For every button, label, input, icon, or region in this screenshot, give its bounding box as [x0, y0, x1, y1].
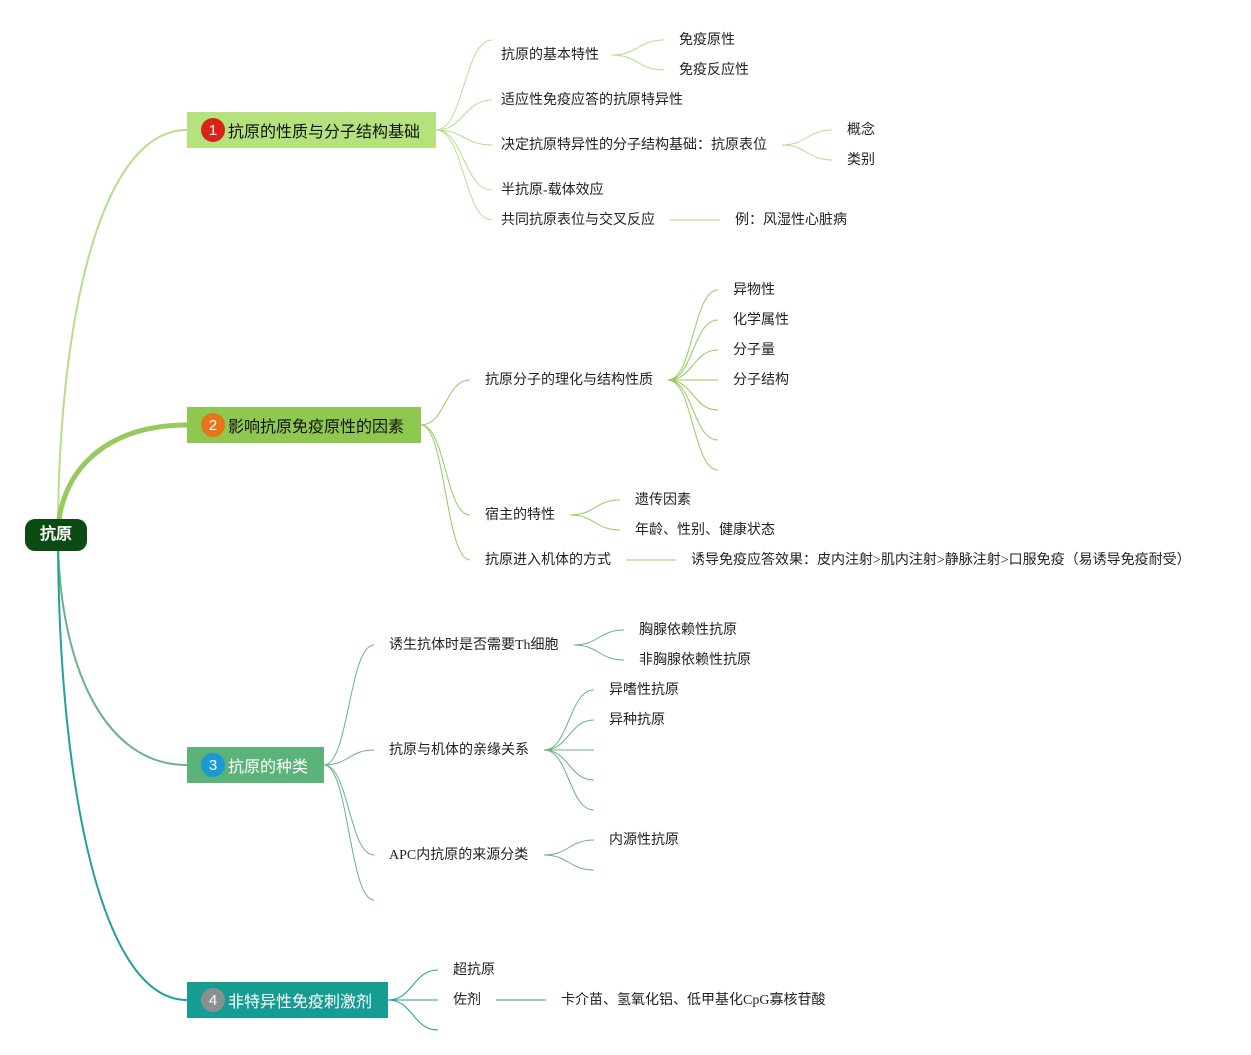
b3-sub-r1 — [543, 719, 595, 751]
b1-link-0 — [435, 39, 493, 131]
subtopic-immunoreactivity[interactable]: 免疫反应性 — [679, 63, 749, 78]
root-link-2 — [55, 422, 188, 536]
branch-3-node[interactable]: 3 抗原的种类 — [187, 747, 324, 783]
branch-2-node[interactable]: 2 影响抗原免疫原性的因素 — [187, 407, 421, 443]
root-node[interactable]: 抗原 — [25, 519, 87, 551]
topic-th-dependence[interactable]: 诱生抗体时是否需要Th细胞 — [389, 638, 559, 653]
topic-entry-route[interactable]: 抗原进入机体的方式 — [485, 553, 611, 568]
branch-1-node[interactable]: 1 抗原的性质与分子结构基础 — [187, 112, 436, 148]
branch-3-label: 抗原的种类 — [228, 759, 309, 776]
branch-3-number-badge: 3 — [201, 753, 225, 777]
topic-basic-properties[interactable]: 抗原的基本特性 — [501, 48, 599, 63]
subtopic-genetic-factors[interactable]: 遗传因素 — [635, 493, 691, 508]
topic-host-properties[interactable]: 宿主的特性 — [485, 508, 555, 523]
note-immunization-route[interactable]: 诱导免疫应答效果：皮内注射>肌内注射>静脉注射>口服免疫（易诱导免疫耐受） — [691, 553, 1191, 568]
subtopic-ti-antigen[interactable]: 非胸腺依赖性抗原 — [639, 653, 751, 668]
b2-sub-1 — [667, 319, 719, 381]
root-link-4 — [57, 534, 188, 1001]
b3-sub-c0 — [543, 839, 595, 856]
subtopic-chemical-nature[interactable]: 化学属性 — [733, 313, 789, 328]
subtopic-immunogenicity[interactable]: 免疫原性 — [679, 33, 735, 48]
b1-link-4 — [435, 129, 493, 221]
branch-4-label: 非特异性免疫刺激剂 — [228, 994, 373, 1011]
topic-common-epitope[interactable]: 共同抗原表位与交叉反应 — [501, 213, 655, 228]
subtopic-category[interactable]: 类别 — [847, 153, 875, 168]
root-link-3 — [57, 534, 188, 766]
subtopic-molecular-structure[interactable]: 分子结构 — [733, 373, 789, 388]
b3-link-3 — [323, 764, 375, 901]
topic-apc-source[interactable]: APC内抗原的来源分类 — [389, 848, 529, 863]
b2-link-0 — [420, 379, 471, 426]
topic-antigen-specificity[interactable]: 适应性免疫应答的抗原特异性 — [501, 93, 683, 108]
b1-link-3 — [435, 129, 493, 191]
b1-sub-0 — [611, 39, 665, 56]
root-link-1 — [57, 129, 188, 536]
b3-link-1 — [323, 749, 375, 766]
subtopic-molecular-weight[interactable]: 分子量 — [733, 343, 775, 358]
b3-sub-c1 — [543, 854, 595, 871]
branch-4-number-badge: 4 — [201, 988, 225, 1012]
b3-link-2 — [323, 764, 375, 856]
b3-link-0 — [323, 644, 375, 766]
b3-sub-r4 — [543, 749, 595, 811]
branch-1-number-badge: 1 — [201, 118, 225, 142]
topic-superantigen[interactable]: 超抗原 — [453, 963, 495, 978]
b3-sub-1 — [573, 644, 625, 661]
b1-link-2 — [435, 129, 493, 146]
b2-sub-4 — [667, 379, 719, 411]
b1-sub-1 — [611, 54, 665, 71]
subtopic-foreignness[interactable]: 异物性 — [733, 283, 775, 298]
subtopic-heterophilic[interactable]: 异嗜性抗原 — [609, 683, 679, 698]
subtopic-age-sex-health[interactable]: 年龄、性别、健康状态 — [635, 523, 775, 538]
b4-link-0 — [387, 969, 439, 1001]
b1-sub-3 — [781, 144, 833, 161]
topic-epitope-basis[interactable]: 决定抗原特异性的分子结构基础：抗原表位 — [501, 138, 767, 153]
b2-sub-0 — [667, 289, 719, 381]
b1-sub-2 — [781, 129, 833, 146]
topic-relationship[interactable]: 抗原与机体的亲缘关系 — [389, 743, 529, 758]
b2-sub-5 — [667, 379, 719, 441]
subtopic-concept[interactable]: 概念 — [847, 123, 875, 138]
branch-2-number-badge: 2 — [201, 413, 225, 437]
branch-2-label: 影响抗原免疫原性的因素 — [228, 419, 405, 436]
topic-physicochemical[interactable]: 抗原分子的理化与结构性质 — [485, 373, 653, 388]
b2-sub-a — [569, 499, 621, 516]
b4-link-2 — [387, 999, 439, 1031]
topic-adjuvant[interactable]: 佐剂 — [453, 993, 481, 1008]
subtopic-xenogenic[interactable]: 异种抗原 — [609, 713, 665, 728]
b3-sub-r3 — [543, 749, 595, 781]
b2-sub-2 — [667, 349, 719, 381]
topic-hapten-carrier[interactable]: 半抗原-载体效应 — [501, 183, 604, 198]
branch-1-label: 抗原的性质与分子结构基础 — [228, 124, 421, 141]
b2-link-2 — [420, 424, 471, 561]
branch-4-node[interactable]: 4 非特异性免疫刺激剂 — [187, 982, 388, 1018]
b3-sub-r0 — [543, 689, 595, 751]
subtopic-td-antigen[interactable]: 胸腺依赖性抗原 — [639, 623, 737, 638]
b2-sub-b — [569, 514, 621, 531]
b1-link-1 — [435, 99, 493, 131]
subtopic-endogenous[interactable]: 内源性抗原 — [609, 833, 679, 848]
note-rheumatic-heart[interactable]: 例：风湿性心脏病 — [735, 213, 847, 228]
note-adjuvant-examples[interactable]: 卡介苗、氢氧化铝、低甲基化CpG寡核苷酸 — [561, 993, 826, 1008]
b2-link-1 — [420, 424, 471, 516]
b3-sub-0 — [573, 629, 625, 646]
b2-sub-6 — [667, 379, 719, 471]
